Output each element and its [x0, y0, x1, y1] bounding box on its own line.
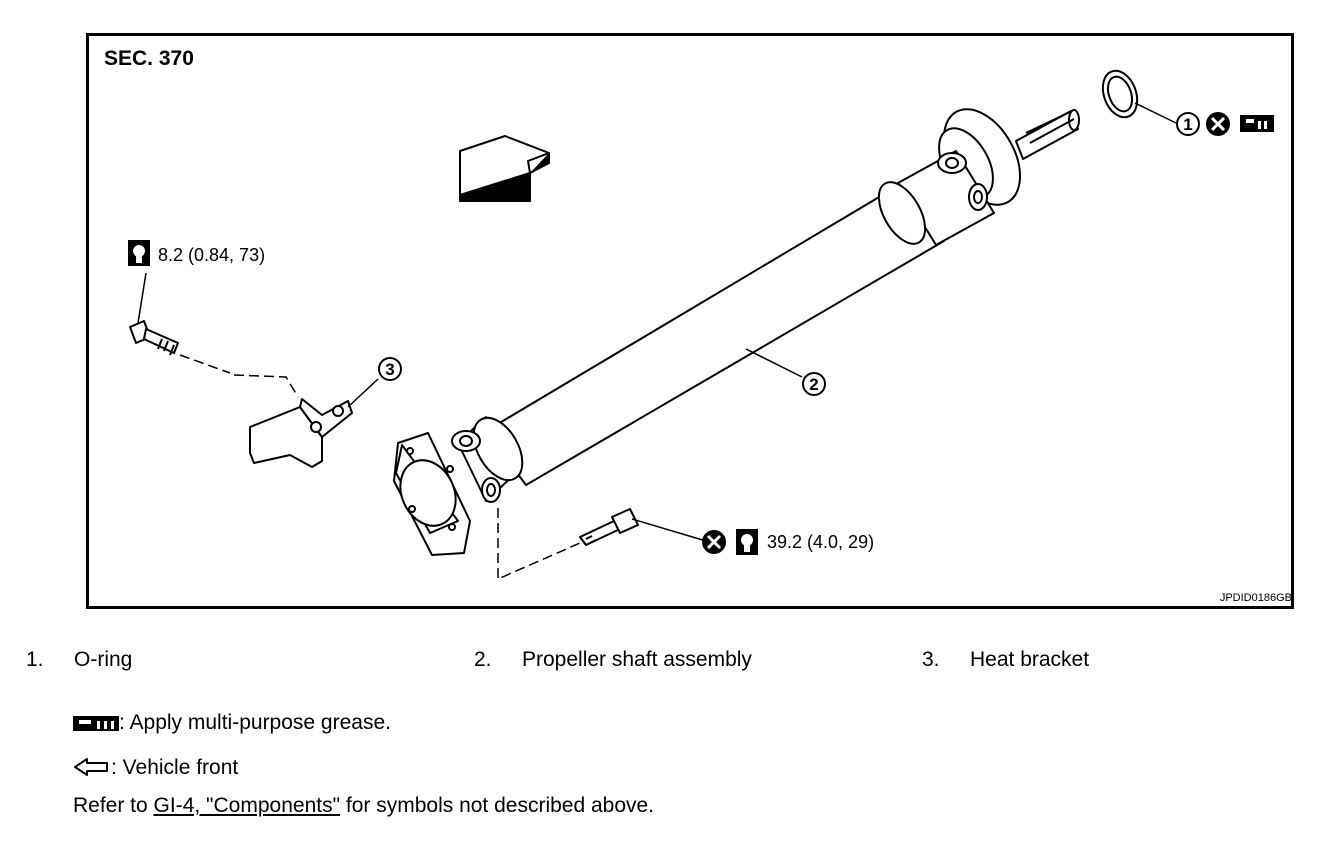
legend-item-3: 3. Heat bracket [922, 648, 1089, 672]
refer-suffix: for symbols not described above. [340, 794, 655, 817]
grease-note-text: : Apply multi-purpose grease. [119, 711, 391, 734]
legend-number: 2. [474, 648, 492, 671]
svg-text:3: 3 [385, 360, 394, 379]
shaft-tube [485, 180, 945, 486]
front-note-text: : Vehicle front [111, 756, 239, 779]
torque-wrench-icon [128, 240, 150, 266]
front-arrow-icon [459, 135, 550, 202]
figure-code: JPDID0186GB [1219, 592, 1292, 604]
legend-item-1: 1. O-ring [26, 648, 132, 672]
flange-bolt [579, 520, 621, 546]
callout-3: 3 [378, 357, 402, 381]
propeller-shaft-diagram: 1 2 3 [128, 69, 1274, 580]
section-label: SEC. 370 [104, 47, 194, 70]
do-not-reuse-icon [702, 530, 726, 554]
torque-spec-flange-bolt: 39.2 (4.0, 29) [767, 532, 875, 552]
callout-1: 1 [1176, 112, 1200, 136]
diagram-frame [86, 33, 1294, 609]
torque-wrench-icon [736, 529, 758, 555]
components-link[interactable]: GI-4, "Components" [153, 794, 341, 817]
front-note: : Vehicle front [73, 756, 238, 780]
front-arrow-icon [74, 758, 108, 776]
legend-label: O-ring [74, 648, 133, 671]
legend-item-2: 2. Propeller shaft assembly [474, 648, 752, 672]
legend-label: Propeller shaft assembly [522, 648, 752, 671]
legend-number: 1. [26, 648, 44, 671]
callout-2: 2 [802, 372, 826, 396]
torque-spec-bracket-bolt: 8.2 (0.84, 73) [158, 245, 266, 265]
do-not-reuse-icon [1206, 112, 1230, 136]
grease-icon [73, 716, 119, 731]
legend-number: 3. [922, 648, 940, 671]
grease-icon [1240, 115, 1274, 132]
svg-text:1: 1 [1183, 115, 1192, 134]
refer-note: Refer to GI-4, "Components" for symbols … [73, 794, 654, 818]
grease-note: : Apply multi-purpose grease. [73, 711, 391, 735]
legend-label: Heat bracket [970, 648, 1090, 671]
refer-prefix: Refer to [73, 794, 154, 817]
svg-text:2: 2 [809, 375, 818, 394]
